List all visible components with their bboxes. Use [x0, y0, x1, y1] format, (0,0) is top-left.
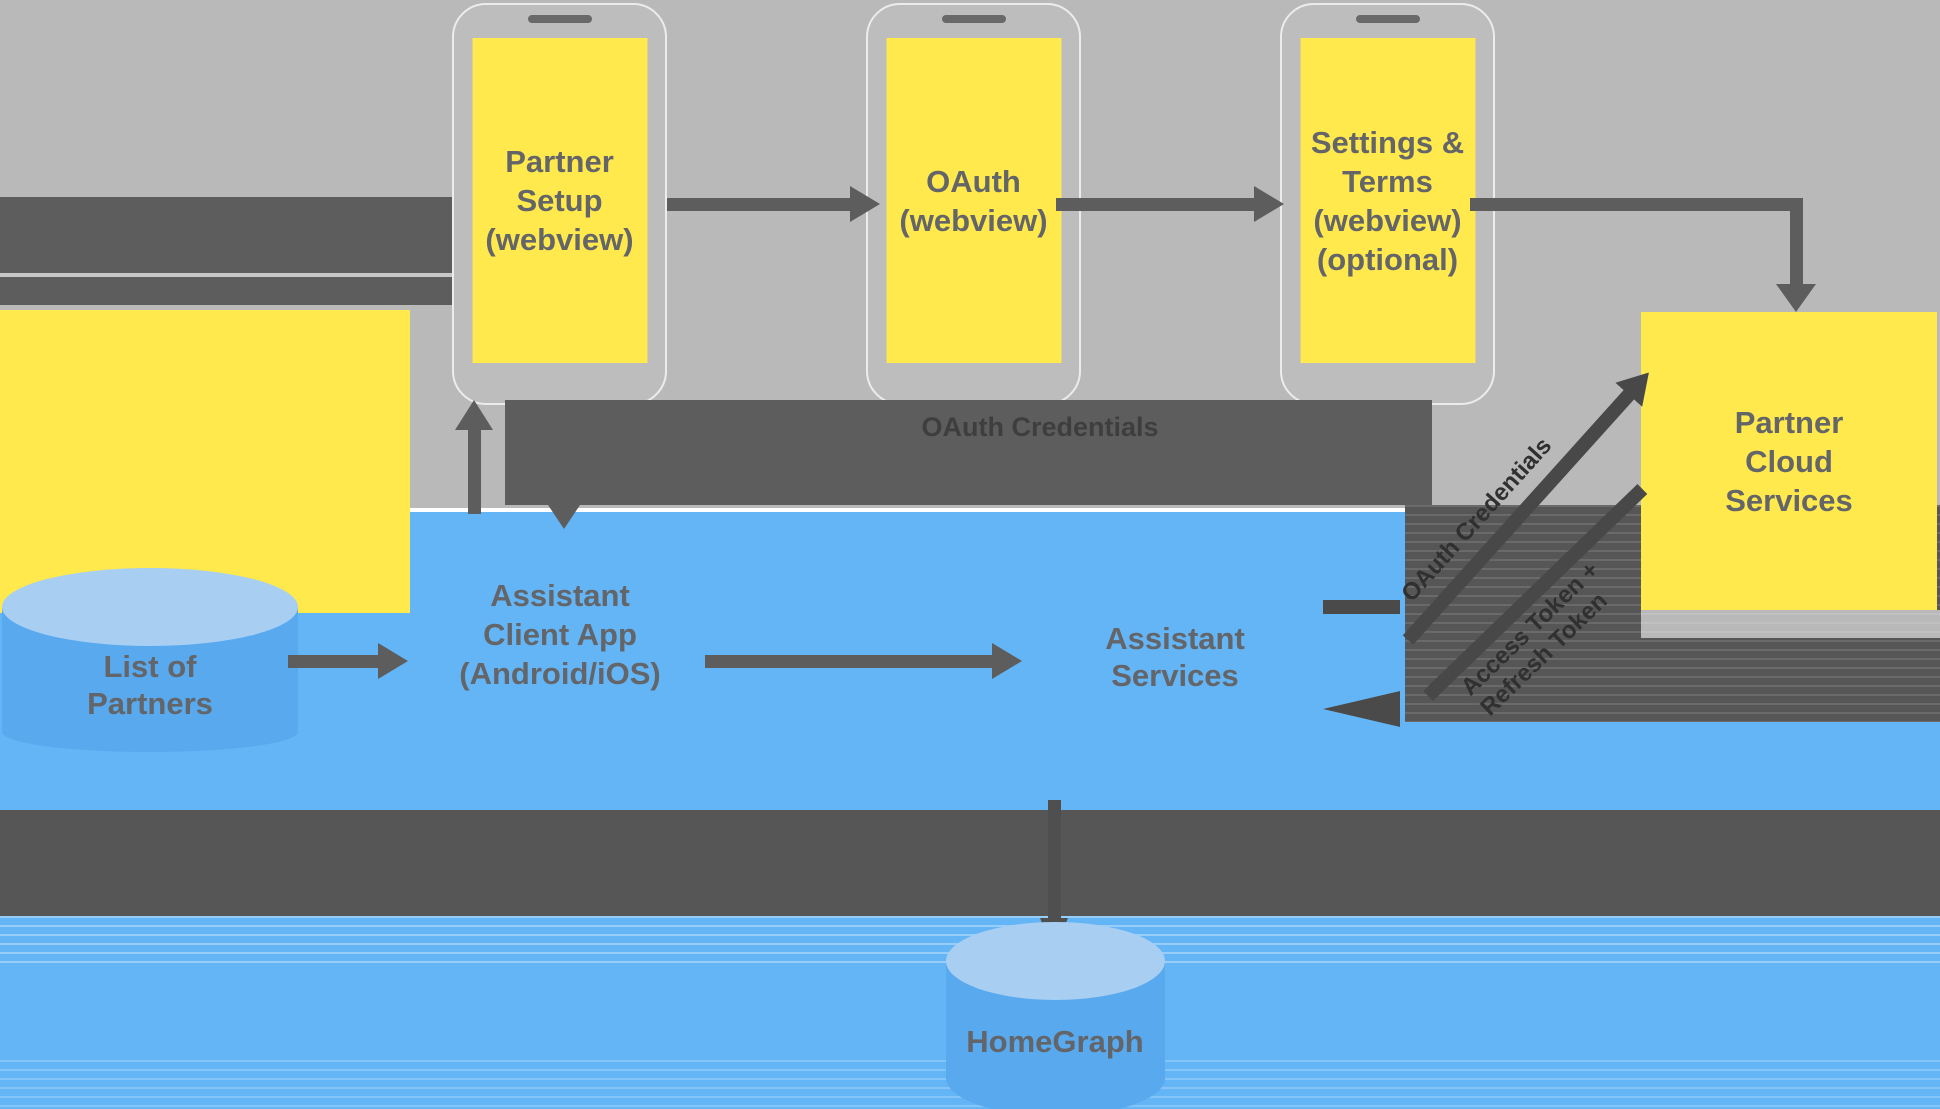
- arrow-oauth-to-settings: [1056, 198, 1254, 211]
- left-band-streak: [0, 273, 452, 277]
- partner-setup-label: Partner Setup (webview): [485, 144, 634, 257]
- phone-frame-settings-terms: Settings & Terms (webview) (optional): [1280, 3, 1495, 405]
- arrow-setup-to-oauth: [667, 198, 850, 211]
- left-dark-band: [0, 197, 452, 305]
- list-of-partners-label: List of Partners: [87, 649, 213, 721]
- assistant-client-app-label: Assistant Client App (Android/iOS): [459, 578, 661, 691]
- assistant-services-label: Assistant Services: [1105, 621, 1245, 693]
- arrow-settings-to-cloud-vertical: [1790, 198, 1803, 288]
- arrow-services-to-homegraph: [1048, 800, 1061, 920]
- oauth-label: OAuth (webview): [899, 163, 1048, 238]
- arrow-client-to-setup-shaft: [468, 430, 481, 514]
- bottom-dark-band: [0, 810, 1940, 916]
- partner-setup-webview-screen: Partner Setup (webview): [472, 38, 647, 363]
- blue-region-right: [1405, 722, 1940, 810]
- partner-cloud-services-box: Partner Cloud Services: [1641, 312, 1937, 610]
- settings-terms-label: Settings & Terms (webview) (optional): [1310, 124, 1465, 277]
- arrowhead-cloud-to-services: [1323, 691, 1400, 727]
- list-of-partners-cylinder-top: [2, 568, 298, 646]
- arrowhead-partners-to-client: [378, 643, 408, 679]
- phone-frame-partner-setup: Partner Setup (webview): [452, 3, 667, 405]
- arrowhead-credentials-into-client: [548, 505, 580, 529]
- oauth-webview-screen: OAuth (webview): [886, 38, 1061, 363]
- arrow-partners-to-client: [288, 655, 380, 668]
- connector-stub: [1323, 600, 1400, 614]
- arrowhead-setup-to-oauth: [850, 186, 880, 222]
- oauth-credentials-band: [505, 400, 1432, 505]
- partner-cloud-services-label: Partner Cloud Services: [1725, 404, 1853, 518]
- arrowhead-client-to-services: [992, 643, 1022, 679]
- settings-terms-webview-screen: Settings & Terms (webview) (optional): [1300, 38, 1475, 363]
- gray-sliver-under-cloud-box: [1641, 610, 1940, 638]
- homegraph-cylinder-top: [946, 922, 1165, 1000]
- left-yellow-region: [0, 310, 410, 613]
- homegraph-label: HomeGraph: [966, 1024, 1144, 1059]
- arrow-settings-to-cloud-horizontal: [1470, 198, 1803, 211]
- arrowhead-oauth-to-settings: [1254, 186, 1284, 222]
- phone-frame-oauth: OAuth (webview): [866, 3, 1081, 405]
- oauth-credentials-label: OAuth Credentials: [921, 412, 1159, 442]
- phone-speaker-icon: [941, 15, 1006, 23]
- arrowhead-client-to-setup: [455, 400, 493, 430]
- phone-speaker-icon: [1355, 15, 1420, 23]
- arrow-client-to-services: [705, 655, 992, 668]
- arrowhead-into-partner-cloud: [1776, 284, 1816, 312]
- phone-speaker-icon: [527, 15, 592, 23]
